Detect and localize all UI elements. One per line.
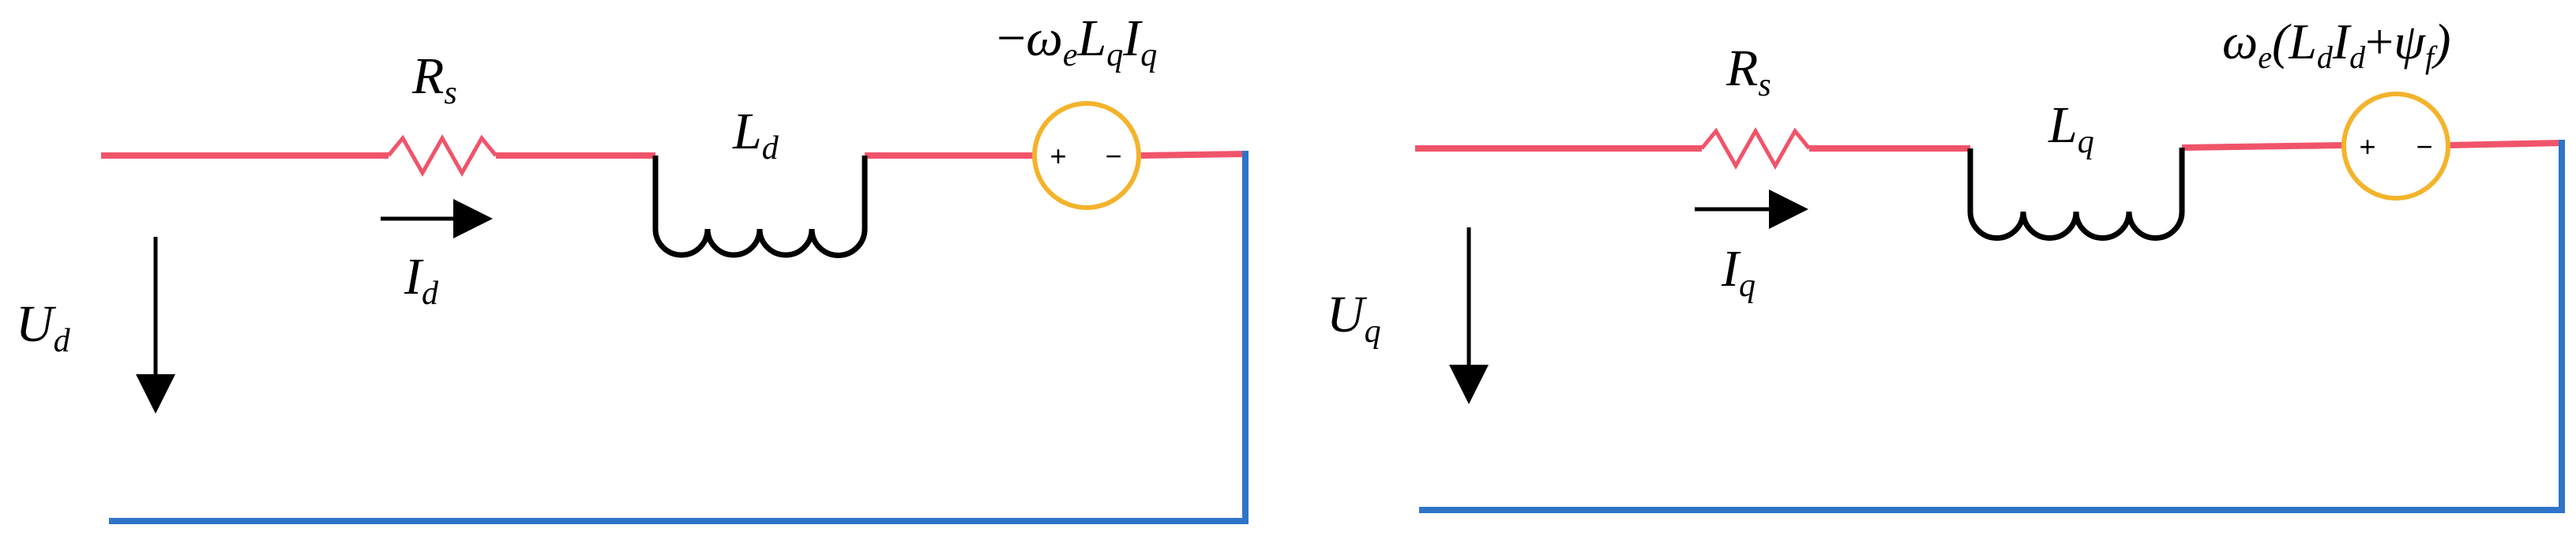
d-inductor-label: Ld	[732, 103, 779, 167]
q-current-label: Iq	[1721, 240, 1756, 304]
d-axis-circuit: + − Rs Ld Id Ud −ωeLqIq	[16, 9, 1249, 524]
q-source-minus-sign: −	[2416, 130, 2432, 163]
q-inductor-coil	[1967, 148, 2185, 241]
q-resistor-label: Rs	[1725, 39, 1771, 103]
d-resistor-zigzag	[387, 133, 498, 178]
d-source-plus-sign: +	[1050, 140, 1066, 172]
d-inductor-coil	[652, 156, 868, 258]
q-voltage-source	[2341, 92, 2450, 201]
d-voltage-source	[1032, 101, 1141, 210]
q-live-wire-right-a	[2181, 142, 2345, 151]
q-source-plus-sign: +	[2359, 130, 2375, 163]
d-voltage-label: Ud	[16, 295, 71, 359]
d-current-label: Id	[404, 248, 439, 312]
d-live-wire-right-b	[1138, 151, 1246, 159]
q-axis-circuit: + − Rs Lq Iq Uq ωe(LdId+ψf)	[1327, 13, 2565, 513]
d-resistor-label: Rs	[411, 47, 457, 111]
q-inductor-label: Lq	[2048, 96, 2094, 160]
q-source-emf-label: ωe(LdId+ψf)	[2222, 13, 2450, 75]
q-voltage-label: Uq	[1327, 286, 1381, 350]
q-live-wire-right-b	[2447, 140, 2563, 148]
q-resistor-zigzag	[1700, 126, 1811, 171]
d-source-emf-label: −ωeLqIq	[997, 9, 1157, 73]
d-source-minus-sign: −	[1105, 140, 1121, 172]
